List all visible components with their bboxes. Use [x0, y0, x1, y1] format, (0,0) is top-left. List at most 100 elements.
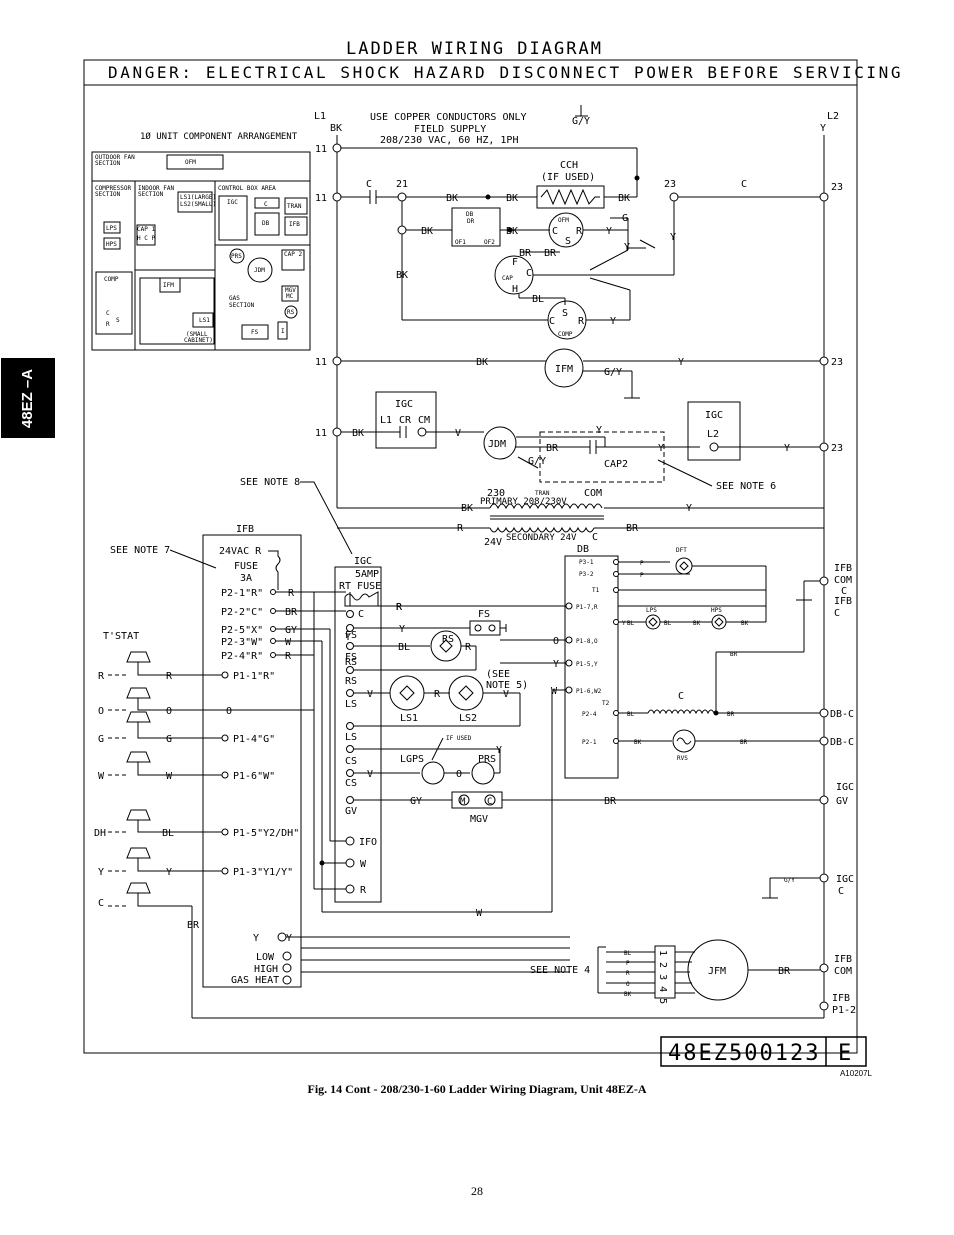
svg-text:MGV: MGV: [285, 287, 296, 294]
label-r-p24: R: [285, 651, 292, 662]
svg-text:TRAN: TRAN: [287, 203, 302, 210]
label-igc-board: IGC: [354, 556, 372, 567]
label-comp-r: R: [578, 316, 585, 327]
igc-terminals: [345, 610, 355, 894]
svg-text:(SMALL: (SMALL: [186, 331, 208, 338]
wire-r-tstat: R: [166, 671, 173, 682]
label-br-tran: BR: [626, 523, 639, 534]
label-24v: 24V: [484, 537, 502, 548]
label-bl-hps: BL: [664, 620, 672, 627]
svg-text:I: I: [281, 328, 285, 335]
right-ifb-com2: IFB: [834, 954, 852, 965]
label-br-coil: BR: [727, 711, 735, 718]
right-com2: COM: [834, 966, 852, 977]
svg-text:CONTROL BOX AREA: CONTROL BOX AREA: [218, 185, 276, 192]
label-of1: OF1: [455, 239, 466, 246]
jfm-bk: BK: [624, 991, 632, 998]
svg-text:MC: MC: [286, 293, 294, 300]
label-gy-jdm: G/Y: [528, 456, 546, 467]
igc-r: R: [360, 885, 367, 896]
tstat-c: C: [98, 898, 104, 909]
label-p24r: P2-4"R": [221, 651, 263, 662]
svg-text:C: C: [106, 310, 110, 317]
label-24vac: 24VAC R: [219, 546, 262, 557]
label-l1-igc: L1: [380, 415, 392, 426]
label-mgv: MGV: [470, 814, 488, 825]
right-gy: G/Y: [784, 877, 795, 884]
wire-bl-tstat: BL: [162, 828, 174, 839]
label-bk-jdm: BK: [352, 428, 364, 439]
svg-text:C: C: [264, 201, 268, 208]
igc-ls1: LS: [345, 699, 357, 710]
jfm-br: BR: [778, 966, 791, 977]
node-11-d: 11: [315, 428, 327, 439]
label-lps: LPS: [646, 607, 657, 614]
label-w-p23: W: [285, 637, 292, 648]
svg-text:GAS: GAS: [229, 295, 240, 302]
label-p21: P2-1: [582, 739, 597, 746]
label-ifb-left: IFB: [236, 524, 254, 535]
label-primary: PRIMARY 208/230V: [480, 497, 567, 507]
tstat-o: O: [98, 706, 104, 717]
part-number: 48EZ500123: [668, 1041, 820, 1066]
svg-text:H C P: H C P: [137, 235, 155, 242]
ground-symbol-top: [575, 105, 588, 117]
label-y-jdm: Y: [596, 425, 602, 436]
label-bk-cch1: BK: [446, 193, 458, 204]
label-ofm-s: S: [565, 236, 571, 247]
igc-gv: GV: [345, 806, 357, 817]
label-br-c: BR: [730, 651, 738, 658]
label-y-lps: Y: [622, 620, 626, 627]
tstat-r: R: [98, 671, 105, 682]
label-y-ofm2: Y: [624, 242, 630, 253]
page-number: 28: [471, 1184, 483, 1198]
right-ifb-p12: IFB: [832, 993, 850, 1004]
label-gas-heat: GAS HEAT: [231, 975, 279, 986]
label-see-note-7: SEE NOTE 7: [110, 545, 170, 556]
label-p14g: P1-4"G": [233, 734, 275, 745]
label-fuse: FUSE: [234, 561, 258, 572]
label-br-mgv: BR: [604, 796, 617, 807]
right-c1: C: [841, 586, 847, 597]
label-bl-lps: BL: [627, 620, 635, 627]
label-y-ofm: Y: [606, 226, 612, 237]
side-tab-48ez: 48EZ –A: [1, 358, 55, 438]
label-cap-h: H: [512, 284, 518, 295]
label-r-tran: R: [457, 523, 464, 534]
label-of2: OF2: [484, 239, 495, 246]
if-used-leader: [431, 737, 444, 761]
rung-cch: [341, 147, 820, 275]
igc-cs2: CS: [345, 778, 357, 789]
label-o-db: O: [553, 636, 559, 647]
label-bk-tran: BK: [461, 503, 473, 514]
label-gy-p25: GY: [285, 625, 297, 636]
jfm-motor: [597, 939, 820, 1001]
label-v-ls2: V: [503, 689, 509, 700]
label-gy-ifm: G/Y: [604, 367, 622, 378]
label-rvs: RVS: [677, 755, 688, 762]
label-g-ofm: G: [622, 213, 628, 224]
svg-text:LS2(SMALL): LS2(SMALL): [180, 201, 216, 208]
igc-cs1: CS: [345, 756, 357, 767]
side-tab-label: 48EZ –A: [19, 368, 37, 428]
wire-br-tstat: BR: [187, 920, 200, 931]
ifb-fuse: [268, 550, 281, 590]
right-com: COM: [834, 575, 852, 586]
label-rt-fuse: RT FUSE: [339, 581, 381, 592]
label-ofm: OFM: [558, 217, 569, 224]
frame-outer: [83, 59, 858, 1054]
label-p21r: P2-1"R": [221, 588, 263, 599]
label-c-contactor: C: [366, 179, 372, 190]
rail-l1: [332, 135, 342, 508]
node-11-b: 11: [315, 193, 327, 204]
svg-text:CABINET): CABINET): [184, 337, 213, 344]
label-ofm-c: C: [552, 226, 558, 237]
label-tran-com: COM: [584, 488, 602, 499]
label-p15y: P1-5,Y: [576, 661, 598, 668]
label-5amp: 5AMP: [355, 569, 379, 580]
right-c2: C: [834, 608, 840, 619]
svg-text:FS: FS: [251, 329, 259, 336]
label-p18o: P1-8,O: [576, 638, 598, 645]
rung-jdm: [341, 391, 820, 487]
